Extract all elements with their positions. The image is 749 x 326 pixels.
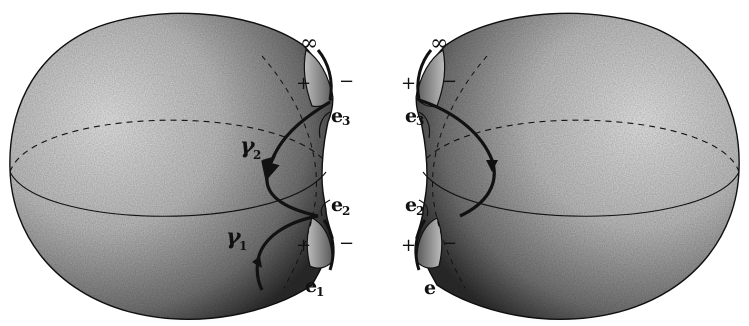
e1-subscript-left: 1 bbox=[316, 285, 324, 299]
gamma-2-subscript: 2 bbox=[253, 148, 261, 162]
e2-subscript-right: 2 bbox=[416, 204, 424, 218]
left-sphere-grain bbox=[10, 13, 333, 319]
e1-label-right: e bbox=[424, 277, 436, 299]
plus-label-left-top: + bbox=[296, 73, 311, 94]
e2-subscript-left: 2 bbox=[342, 204, 350, 218]
e3-subscript-right: 3 bbox=[416, 114, 424, 128]
gamma-1-subscript: 1 bbox=[239, 239, 247, 253]
plus-label-right-bottom: + bbox=[401, 235, 416, 256]
infinity-label-left: ∞ bbox=[300, 31, 318, 56]
minus-label-right-top: − bbox=[442, 71, 457, 92]
plus-label-left-bottom: + bbox=[296, 235, 311, 256]
right-upper-neck bbox=[416, 50, 445, 107]
minus-label-left-bottom: − bbox=[339, 233, 354, 254]
e3-subscript-left: 3 bbox=[342, 114, 350, 128]
minus-label-left-top: − bbox=[339, 71, 354, 92]
infinity-label-right: ∞ bbox=[430, 31, 448, 56]
left-sphere bbox=[10, 13, 333, 319]
plus-label-right-top: + bbox=[401, 73, 416, 94]
minus-label-right-bottom: − bbox=[442, 233, 457, 254]
right-sphere bbox=[416, 13, 739, 319]
right-sphere-grain bbox=[416, 13, 739, 319]
